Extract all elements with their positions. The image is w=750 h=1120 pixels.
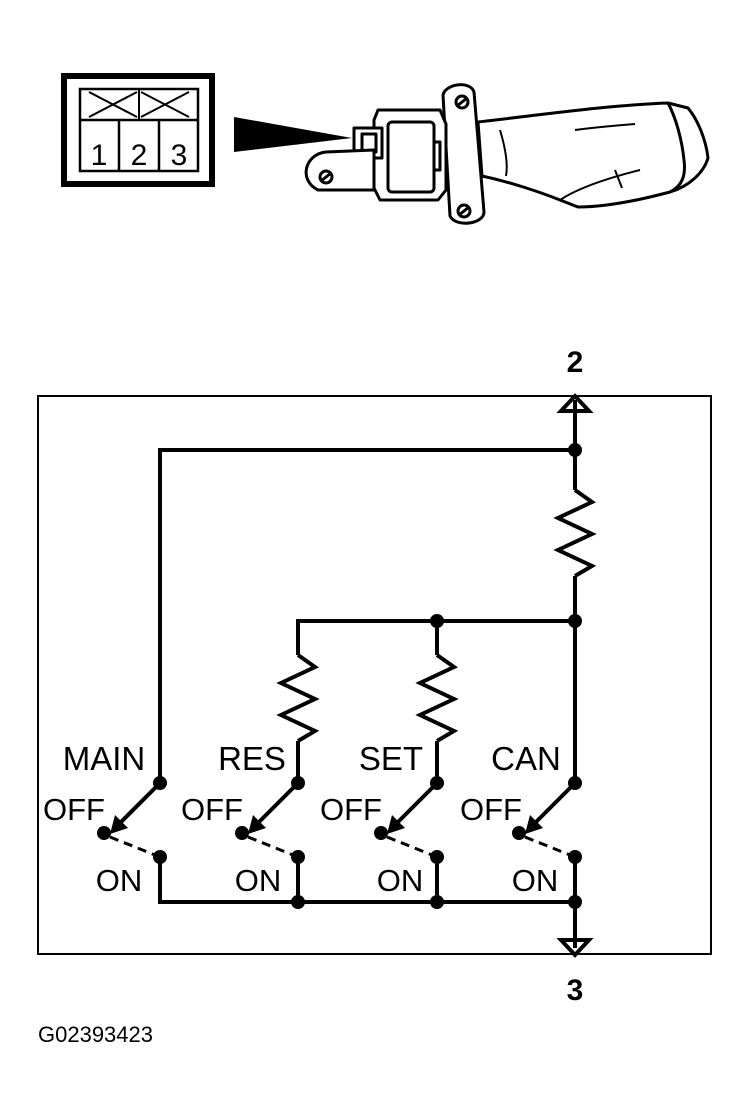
terminal-2-label: 2 (567, 346, 584, 379)
junction-dots (291, 443, 582, 909)
switch-can-on-label: ON (512, 863, 559, 898)
unused-cavity-mark (140, 91, 190, 118)
connector-face: 1 2 3 (61, 73, 215, 187)
pointer-arrow-icon (234, 117, 352, 152)
switch-main-off-label: OFF (43, 792, 105, 827)
circuit-frame (37, 395, 712, 955)
switch-main-on-label: ON (96, 863, 143, 898)
switch-set-off-label: OFF (320, 792, 382, 827)
switch-main-label: MAIN (63, 740, 146, 777)
switch-set-label: SET (359, 740, 423, 777)
pin-2-label: 2 (131, 139, 148, 172)
switch-set-on-label: ON (377, 863, 424, 898)
resistor-res (276, 653, 320, 743)
switch-res-off-label: OFF (181, 792, 243, 827)
switch-set (374, 776, 444, 864)
switch-res (235, 776, 305, 864)
cruise-control-switch-illustration (304, 83, 710, 225)
terminal-3-label: 3 (567, 974, 584, 1007)
terminal-3-arrow-icon (556, 938, 594, 958)
switch-can-off-label: OFF (460, 792, 522, 827)
switch-res-on-label: ON (235, 863, 282, 898)
resistor-main (553, 488, 597, 578)
unused-cavity-mark (88, 91, 138, 118)
switch-can-label: CAN (491, 740, 561, 777)
resistor-set (415, 653, 459, 743)
pin-1-label: 1 (91, 139, 108, 172)
switch-main (97, 776, 167, 864)
figure-code: G02393423 (38, 1022, 153, 1047)
pin-3-label: 3 (171, 139, 188, 172)
terminal-2-arrow-icon (556, 393, 594, 413)
switch-can (512, 776, 582, 864)
switch-res-label: RES (218, 740, 286, 777)
